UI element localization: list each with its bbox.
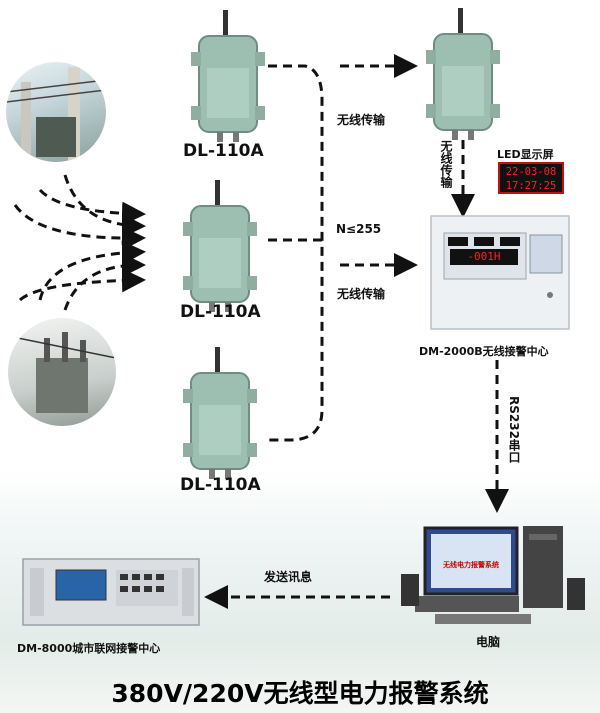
input-arrow-6	[18, 268, 146, 302]
rs232-label: RS232串口	[507, 396, 521, 463]
city-center-device	[22, 558, 200, 626]
transmitter-device-3	[175, 345, 265, 480]
city-center-caption: DM-8000城市联网接警中心	[17, 642, 161, 655]
input-arrow-5	[63, 253, 146, 311]
repeater-device	[418, 6, 508, 141]
substation-photo	[6, 62, 106, 162]
input-arrow-2	[63, 174, 146, 238]
link-top	[268, 64, 324, 442]
transmitter-device-1	[183, 8, 273, 143]
computer-caption: 电脑	[476, 635, 501, 649]
count-limit-label: N≤255	[336, 222, 382, 236]
input-arrow-1	[38, 188, 146, 226]
alarm-center-readout: -001H	[450, 249, 518, 265]
wireless-label-top: 无线传输	[337, 113, 386, 127]
computer-screen-text: 无线电力报警系统	[443, 561, 499, 569]
page-title: 380V/220V无线型电力报警系统	[111, 679, 489, 708]
transmitter-device-2	[175, 178, 265, 313]
led-time: 17:27:25	[505, 180, 557, 192]
input-arrow-4	[38, 240, 146, 301]
alarm-center-device: -001H	[430, 215, 570, 330]
led-display-screen: 22-03-08 17:27:25	[498, 162, 564, 194]
send-message-label: 发送讯息	[264, 570, 313, 584]
computer-device: 无线电力报警系统	[395, 520, 590, 630]
wireless-label-vertical: 无线传输	[439, 140, 453, 188]
transmitter-label-3: DL-110A	[180, 475, 261, 495]
alarm-center-caption: DM-2000B无线接警中心	[419, 345, 549, 358]
transformer-photo	[8, 318, 116, 426]
transmitter-label-1: DL-110A	[183, 141, 264, 161]
led-date: 22-03-08	[505, 166, 557, 178]
wireless-label-middle: 无线传输	[337, 287, 386, 301]
transmitter-label-2: DL-110A	[180, 302, 261, 322]
led-caption: LED显示屏	[497, 148, 554, 161]
input-arrow-3	[13, 204, 146, 251]
